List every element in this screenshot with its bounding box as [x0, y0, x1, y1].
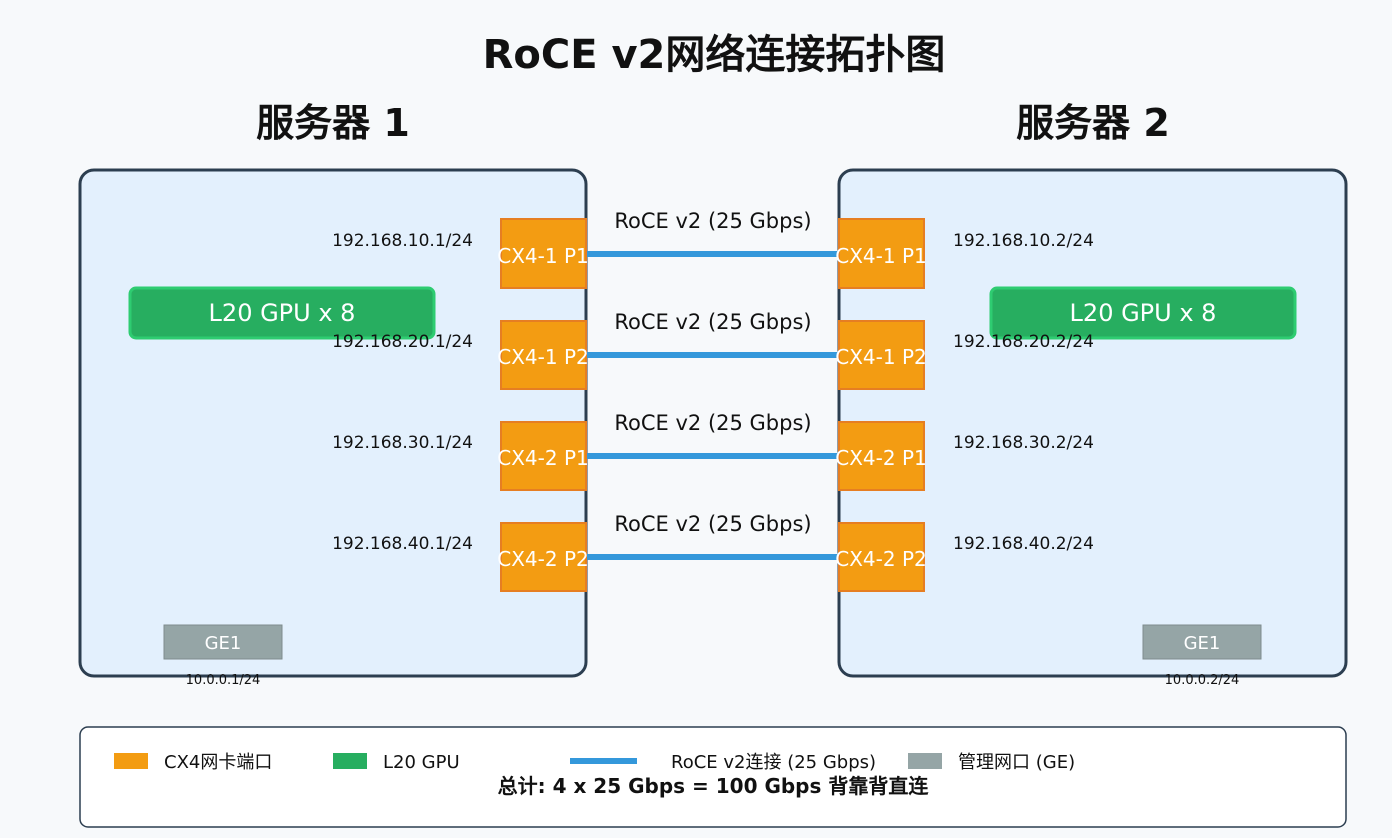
server-2-title: 服务器 2	[1016, 101, 1170, 145]
server-1-port-4-label: CX4-2 P2	[497, 547, 588, 571]
server-1-mgmt-label: GE1	[205, 633, 242, 654]
server-1-port-3-ip: 192.168.30.1/24	[332, 433, 473, 453]
legend-gpu-swatch	[333, 753, 367, 769]
roce-link-4-label: RoCE v2 (25 Gbps)	[614, 512, 811, 536]
server-2-mgmt-label: GE1	[1184, 633, 1221, 654]
legend-port-swatch	[114, 753, 148, 769]
server-2-mgmt-ip: 10.0.0.2/24	[1165, 673, 1240, 688]
legend-link-label: RoCE v2连接 (25 Gbps)	[671, 752, 876, 773]
server-2-port-1-ip: 192.168.10.2/24	[953, 231, 1094, 251]
legend-summary: 总计: 4 x 25 Gbps = 100 Gbps 背靠背直连	[498, 774, 930, 798]
server-2-gpu: L20 GPU x 8	[989, 286, 1297, 340]
legend-box	[79, 726, 1347, 828]
link-row-3: RoCE v2 (25 Gbps) CX4-2 P1 CX4-2 P1 192.…	[332, 411, 1094, 491]
server-1-gpu-label: L20 GPU x 8	[209, 299, 356, 327]
server-2-port-2-ip: 192.168.20.2/24	[953, 332, 1094, 352]
server-2-port-3	[838, 421, 925, 491]
server-2-port-2	[838, 320, 925, 390]
link-row-4: RoCE v2 (25 Gbps) CX4-2 P2 CX4-2 P2 192.…	[332, 512, 1094, 592]
server-2-port-4	[838, 522, 925, 592]
server-1-port-3	[500, 421, 587, 491]
legend-port-label: CX4网卡端口	[164, 752, 272, 773]
server-1-title: 服务器 1	[256, 101, 410, 145]
server-2-gpu-label: L20 GPU x 8	[1070, 299, 1217, 327]
server-2-port-1	[838, 218, 925, 289]
server-2-port-1-label: CX4-1 P1	[835, 244, 926, 268]
server-2-port-3-label: CX4-2 P1	[835, 446, 926, 470]
server-1-port-2-label: CX4-1 P2	[497, 345, 588, 369]
server-1-port-3-label: CX4-2 P1	[497, 446, 588, 470]
server-2-mgmt-port: GE1 10.0.0.2/24	[1142, 624, 1262, 688]
link-row-1: RoCE v2 (25 Gbps) CX4-1 P1 CX4-1 P1 192.…	[332, 209, 1094, 289]
link-row-2: RoCE v2 (25 Gbps) CX4-1 P2 CX4-1 P2 192.…	[332, 310, 1094, 390]
server-2-port-4-label: CX4-2 P2	[835, 547, 926, 571]
roce-link-3-label: RoCE v2 (25 Gbps)	[614, 411, 811, 435]
legend-gpu-label: L20 GPU	[383, 752, 460, 773]
legend: CX4网卡端口 L20 GPU RoCE v2连接 (25 Gbps) 管理网口…	[79, 726, 1347, 828]
server-2-port-2-label: CX4-1 P2	[835, 345, 926, 369]
server-1-mgmt-port: GE1 10.0.0.1/24	[163, 624, 283, 688]
server-1-gpu: L20 GPU x 8	[128, 286, 436, 340]
roce-link-1-label: RoCE v2 (25 Gbps)	[614, 209, 811, 233]
diagram-title: RoCE v2网络连接拓扑图	[483, 32, 946, 78]
server-1-port-1-ip: 192.168.10.1/24	[332, 231, 473, 251]
server-2-port-3-ip: 192.168.30.2/24	[953, 433, 1094, 453]
server-1-port-4	[500, 522, 587, 592]
server-1-port-1-label: CX4-1 P1	[497, 244, 588, 268]
server-1-port-1	[500, 218, 587, 289]
server-1-port-2-ip: 192.168.20.1/24	[332, 332, 473, 352]
roce-link-2-label: RoCE v2 (25 Gbps)	[614, 310, 811, 334]
legend-mgmt-label: 管理网口 (GE)	[958, 752, 1075, 773]
server-1-port-2	[500, 320, 587, 390]
server-2-port-4-ip: 192.168.40.2/24	[953, 534, 1094, 554]
server-1-mgmt-ip: 10.0.0.1/24	[186, 673, 261, 688]
server-1-port-4-ip: 192.168.40.1/24	[332, 534, 473, 554]
legend-mgmt-swatch	[908, 753, 942, 769]
